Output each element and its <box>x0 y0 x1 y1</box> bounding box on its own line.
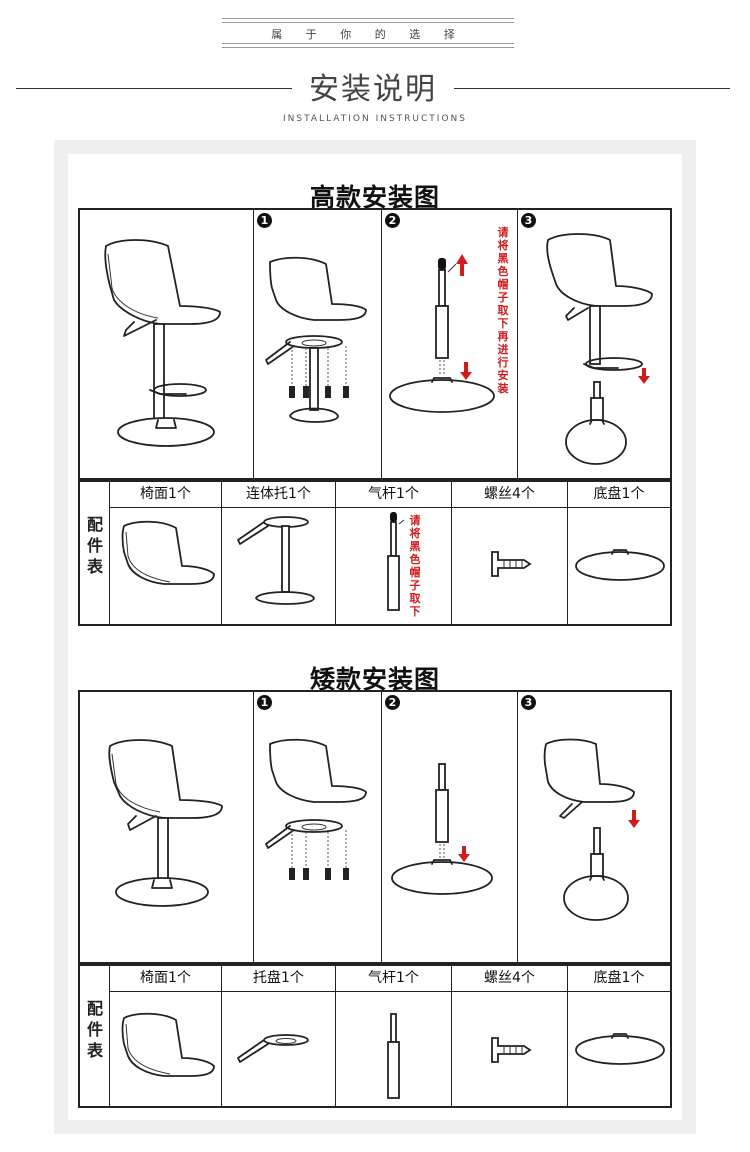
short-part-seat: 椅面1个 <box>110 966 222 1106</box>
seat-illustration <box>121 520 215 585</box>
gas-rod-illustration <box>387 1013 400 1099</box>
short-part-base: 底盘1个 <box>568 966 670 1106</box>
tall-part-base: 底盘1个 <box>568 482 670 624</box>
short-parts-table: 配件表 椅面1个 托盘1个 <box>78 964 672 1108</box>
tall-parts-heading: 配件表 <box>86 515 103 576</box>
step-number-icon: 3 <box>521 213 536 228</box>
down-arrow-icon <box>628 810 640 828</box>
tall-part-seat-label: 椅面1个 <box>110 482 221 508</box>
step-number-icon: 2 <box>385 695 400 710</box>
tall-part-footrest-label: 连体托1个 <box>222 482 335 508</box>
up-arrow-icon <box>456 254 468 276</box>
short-section-title: 矮款安装图 <box>309 665 440 694</box>
short-stool-illustration <box>108 739 223 907</box>
header-divider-left <box>16 88 292 89</box>
tall-assembly-diagram: 1 <box>78 208 672 480</box>
step-number-icon: 1 <box>257 695 272 710</box>
header-divider-right <box>454 88 730 89</box>
short-parts-heading-cell: 配件表 <box>80 966 110 1106</box>
tall-part-seat: 椅面1个 <box>110 482 222 624</box>
tall-step-3-cell: 3 <box>518 210 672 478</box>
instruction-sheet: 高款安装图 1 <box>68 154 682 1120</box>
tall-stool-illustration <box>104 239 221 447</box>
short-part-tray-label: 托盘1个 <box>222 966 335 992</box>
step-number-icon: 2 <box>385 213 400 228</box>
short-parts-heading: 配件表 <box>86 999 103 1060</box>
short-step-1-illustration <box>265 738 367 880</box>
tall-part-gas-rod: 气杆1个 请将黑色帽子取下 <box>336 482 452 624</box>
tall-part-gas-rod-label: 气杆1个 <box>336 482 451 508</box>
tall-part-screws-label: 螺丝4个 <box>452 482 567 508</box>
short-assembly-diagram: 1 2 <box>78 690 672 964</box>
footrest-illustration <box>237 516 315 605</box>
short-part-gas-rod-label: 气杆1个 <box>336 966 451 992</box>
tall-step-1-illustration <box>265 256 367 423</box>
short-part-screws: 螺丝4个 <box>452 966 568 1106</box>
short-part-base-label: 底盘1个 <box>568 966 670 992</box>
step-number-icon: 3 <box>521 695 536 710</box>
tall-step-2-illustration <box>389 254 495 413</box>
short-part-gas-rod: 气杆1个 <box>336 966 452 1106</box>
tall-step-1-cell: 1 <box>254 210 382 478</box>
short-part-screws-label: 螺丝4个 <box>452 966 567 992</box>
page-subtitle: INSTALLATION INSTRUCTIONS <box>283 114 467 124</box>
tall-parts-heading-cell: 配件表 <box>80 482 110 624</box>
tall-step-2-cell: 2 请将黑色帽子取下再进行安装 <box>382 210 518 478</box>
short-step-3-cell: 3 <box>518 692 672 962</box>
short-overview-cell <box>80 692 254 962</box>
short-part-tray: 托盘1个 <box>222 966 336 1106</box>
seat-illustration <box>121 1012 215 1077</box>
down-arrow-icon <box>638 368 650 384</box>
page-title: 安装说明 <box>309 72 437 107</box>
tall-step-2-note: 请将黑色帽子取下再进行安装 <box>497 226 509 395</box>
step-number-icon: 1 <box>257 213 272 228</box>
down-arrow-icon <box>458 846 470 862</box>
base-illustration <box>575 549 665 581</box>
tall-section-title: 高款安装图 <box>309 183 440 212</box>
top-tagline: 属 于 你 的 选 择 <box>222 18 514 48</box>
tall-overview-cell <box>80 210 254 478</box>
down-arrow-icon <box>460 362 472 380</box>
short-part-seat-label: 椅面1个 <box>110 966 221 992</box>
short-step-2-illustration <box>391 763 493 895</box>
tall-part-screws: 螺丝4个 <box>452 482 568 624</box>
tall-part-footrest: 连体托1个 <box>222 482 336 624</box>
screw-icon <box>491 1037 532 1063</box>
tray-illustration <box>237 1034 309 1063</box>
base-illustration <box>575 1033 665 1065</box>
screw-icon <box>491 551 532 577</box>
short-step-1-cell: 1 <box>254 692 382 962</box>
tall-gas-rod-note: 请将黑色帽子取下 <box>409 514 421 618</box>
gas-rod-illustration <box>387 512 405 611</box>
tagline-text: 属 于 你 的 选 择 <box>271 28 465 41</box>
tall-part-base-label: 底盘1个 <box>568 482 670 508</box>
instruction-panel: 高款安装图 1 <box>54 140 696 1134</box>
short-step-3-illustration <box>543 738 640 921</box>
tall-parts-table: 配件表 椅面1个 连体托1个 <box>78 480 672 626</box>
short-step-2-cell: 2 <box>382 692 518 962</box>
tall-step-3-illustration <box>546 233 653 465</box>
